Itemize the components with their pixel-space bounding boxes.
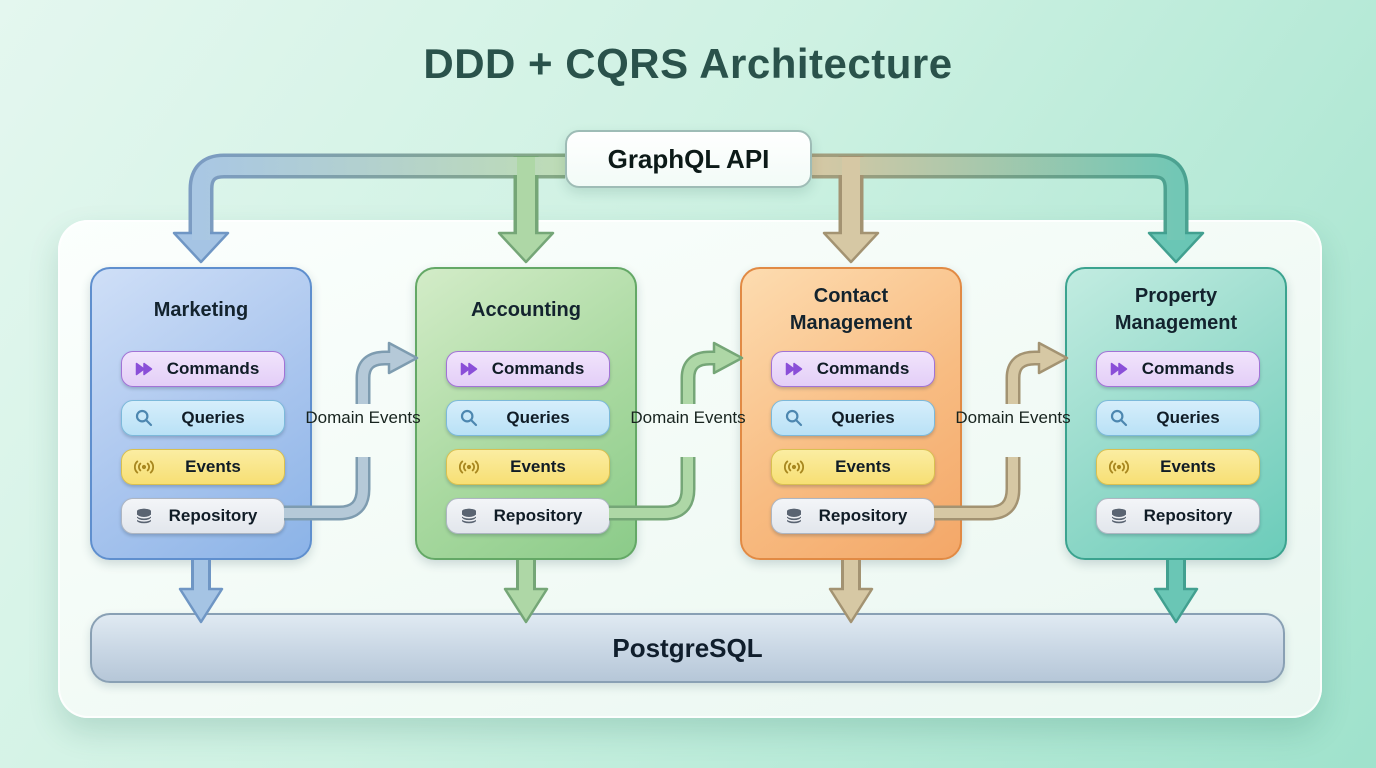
search-icon: [459, 408, 479, 428]
domain-events-label: Domain Events: [630, 408, 746, 427]
queries-pill: Queries: [771, 400, 935, 436]
commands-pill: Commands: [446, 351, 610, 387]
domain-box-contact-management: Contact Management Commands Queries Even…: [740, 267, 962, 560]
events-pill: Events: [1096, 449, 1260, 485]
repository-pill: Repository: [1096, 498, 1260, 534]
domain-events-label: Domain Events: [305, 408, 421, 427]
pill-label: Queries: [831, 408, 895, 427]
pill-label: Commands: [1141, 359, 1235, 378]
database-icon: [1109, 506, 1129, 526]
queries-pill: Queries: [1096, 400, 1260, 436]
fast-forward-icon: [459, 359, 479, 379]
domain-title: Marketing: [153, 298, 249, 321]
domain-box-property-management: Property Management Commands Queries Eve…: [1065, 267, 1287, 560]
fast-forward-icon: [134, 359, 154, 379]
graphql-api-node: GraphQL API: [565, 130, 812, 188]
commands-pill: Commands: [121, 351, 285, 387]
repository-pill: Repository: [771, 498, 935, 534]
pill-label: Commands: [491, 359, 585, 378]
domain-box-marketing: Marketing Commands Queries Events Reposi…: [90, 267, 312, 560]
events-pill: Events: [121, 449, 285, 485]
page-title: DDD + CQRS Architecture: [423, 40, 953, 87]
pill-label: Commands: [166, 359, 260, 378]
domain-events-label: Domain Events: [955, 408, 1071, 427]
queries-pill: Queries: [446, 400, 610, 436]
postgresql-node: PostgreSQL: [90, 613, 1285, 683]
domain-title: Contact Management: [789, 285, 913, 334]
domain-title: Property Management: [1114, 285, 1238, 334]
pill-label: Events: [510, 457, 566, 476]
pill-label: Commands: [816, 359, 910, 378]
pill-label: Events: [185, 457, 241, 476]
pill-label: Events: [835, 457, 891, 476]
broadcast-icon: [459, 457, 479, 477]
events-pill: Events: [446, 449, 610, 485]
search-icon: [134, 408, 154, 428]
pill-label: Repository: [818, 506, 908, 525]
graphql-api-label: GraphQL API: [607, 143, 770, 174]
pill-label: Queries: [1156, 408, 1220, 427]
broadcast-icon: [134, 457, 154, 477]
domain-box-accounting: Accounting Commands Queries Events Repos…: [415, 267, 637, 560]
pill-label: Queries: [181, 408, 245, 427]
postgresql-label: PostgreSQL: [612, 632, 763, 663]
repository-pill: Repository: [121, 498, 285, 534]
fast-forward-icon: [784, 359, 804, 379]
pill-label: Events: [1160, 457, 1216, 476]
events-pill: Events: [771, 449, 935, 485]
fast-forward-icon: [1109, 359, 1129, 379]
pill-label: Repository: [493, 506, 583, 525]
search-icon: [784, 408, 804, 428]
pill-label: Repository: [168, 506, 258, 525]
broadcast-icon: [1109, 457, 1129, 477]
pill-label: Queries: [506, 408, 570, 427]
commands-pill: Commands: [771, 351, 935, 387]
database-icon: [134, 506, 154, 526]
pill-label: Repository: [1143, 506, 1233, 525]
repository-pill: Repository: [446, 498, 610, 534]
commands-pill: Commands: [1096, 351, 1260, 387]
queries-pill: Queries: [121, 400, 285, 436]
domain-title: Accounting: [471, 298, 581, 321]
database-icon: [784, 506, 804, 526]
search-icon: [1109, 408, 1129, 428]
broadcast-icon: [784, 457, 804, 477]
database-icon: [459, 506, 479, 526]
